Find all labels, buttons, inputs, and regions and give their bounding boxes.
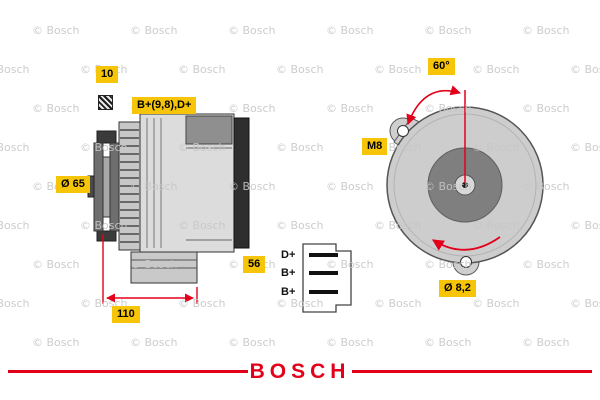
mount-hole-bottom xyxy=(460,256,472,268)
alternator-side-view xyxy=(87,113,250,304)
rear-cover xyxy=(233,117,250,249)
alternator-front-view xyxy=(386,85,544,276)
angle-60-label: 60° xyxy=(428,58,455,75)
connector-pin-label-bplus-1: B+ xyxy=(281,267,296,279)
length-110-label: 110 xyxy=(112,306,140,323)
terminal-designation-label: B+(9,8),D+ xyxy=(132,97,197,114)
mount-hole-top xyxy=(397,125,409,137)
terminal-bar-1 xyxy=(309,253,338,257)
rotation-direction-arrow xyxy=(432,236,501,251)
hatch-swatch xyxy=(98,95,113,110)
connector-pin-label-bplus-2: B+ xyxy=(281,286,296,298)
housing xyxy=(139,113,235,253)
thread-m8-label: M8 xyxy=(362,138,388,155)
footer-rule-left xyxy=(8,370,248,373)
connector-outline xyxy=(302,243,352,313)
bosch-logo: BOSCH xyxy=(249,360,351,383)
mounting-foot xyxy=(130,251,198,284)
angle-60-arc xyxy=(406,85,461,125)
footer-rule-right xyxy=(352,370,592,373)
connector-plug xyxy=(302,243,352,313)
shaft-center-dot xyxy=(462,182,468,188)
depth-56-label: 56 xyxy=(243,256,266,273)
terminal-bar-2 xyxy=(309,271,338,275)
connector-pin-label-dplus: D+ xyxy=(281,249,296,261)
dimension-110 xyxy=(102,234,198,304)
hole-diameter-label: Ø 8,2 xyxy=(439,280,476,297)
terminal-bar-3 xyxy=(309,290,338,294)
key-width-label: 10 xyxy=(96,66,119,83)
pulley xyxy=(87,130,120,242)
pulley-diameter-label: Ø 65 xyxy=(56,176,90,193)
